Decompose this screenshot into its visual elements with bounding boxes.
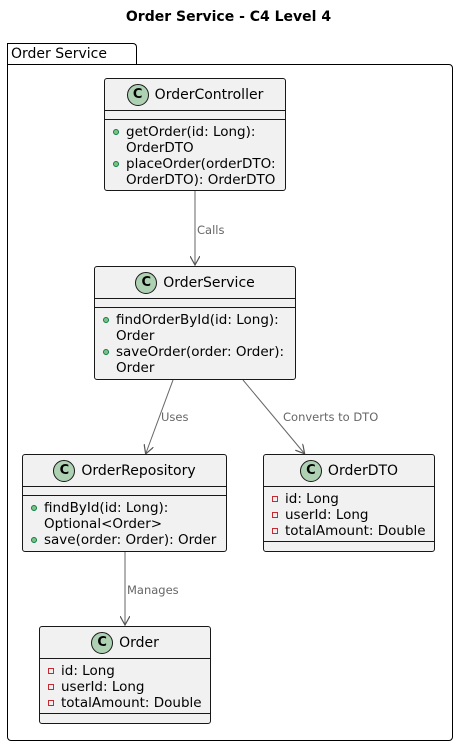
method: placeOrder(orderDTO: OrderDTO): OrderDTO	[126, 156, 276, 188]
class-order-repository: C OrderRepository findById(id: Long): Op…	[22, 454, 227, 552]
private-field-icon	[270, 491, 281, 507]
class-icon: C	[135, 271, 158, 294]
public-method-icon	[111, 156, 122, 172]
class-name: OrderController	[154, 86, 264, 103]
class-icon: C	[299, 459, 322, 482]
class-order-dto: C OrderDTO id: Long userId: Long totalAm…	[263, 454, 435, 552]
field: totalAmount: Double	[61, 695, 202, 711]
class-name: Order	[119, 634, 159, 651]
class-order-service: C OrderService findOrderById(id: Long): …	[94, 266, 296, 380]
public-method-icon	[29, 532, 40, 548]
public-method-icon	[29, 500, 40, 516]
field: userId: Long	[285, 507, 369, 523]
field: id: Long	[285, 491, 339, 507]
edge-converts	[242, 379, 304, 453]
private-field-icon	[46, 695, 57, 711]
private-field-icon	[46, 663, 57, 679]
class-name: OrderRepository	[81, 462, 196, 479]
field: id: Long	[61, 663, 115, 679]
package-tab: Order Service	[7, 43, 137, 65]
public-method-icon	[111, 124, 122, 140]
diagram-title: Order Service - C4 Level 4	[125, 9, 332, 25]
edge-converts-label: Converts to DTO	[283, 410, 378, 424]
edge-uses	[146, 379, 174, 453]
edge-calls-label: Calls	[197, 223, 224, 237]
field: totalAmount: Double	[285, 523, 426, 539]
private-field-icon	[46, 679, 57, 695]
class-order-controller: C OrderController getOrder(id: Long): Or…	[104, 78, 286, 191]
method: saveOrder(order: Order): Order	[116, 344, 285, 376]
class-order: C Order id: Long userId: Long totalAmoun…	[39, 626, 211, 724]
method: findOrderById(id: Long): Order	[116, 312, 279, 344]
edge-uses-label: Uses	[161, 410, 188, 424]
private-field-icon	[270, 507, 281, 523]
private-field-icon	[270, 523, 281, 539]
method: getOrder(id: Long): OrderDTO	[126, 124, 256, 156]
class-name: OrderService	[163, 274, 255, 291]
class-name: OrderDTO	[327, 462, 399, 479]
package-frame	[7, 64, 453, 741]
public-method-icon	[101, 312, 112, 328]
field: userId: Long	[61, 679, 145, 695]
class-icon: C	[53, 459, 76, 482]
public-method-icon	[101, 344, 112, 360]
edge-manages-label: Manages	[127, 583, 179, 597]
method: save(order: Order): Order	[44, 532, 217, 548]
method: findById(id: Long): Optional<Order>	[44, 500, 169, 532]
class-icon: C	[91, 631, 114, 654]
class-icon: C	[126, 83, 149, 106]
